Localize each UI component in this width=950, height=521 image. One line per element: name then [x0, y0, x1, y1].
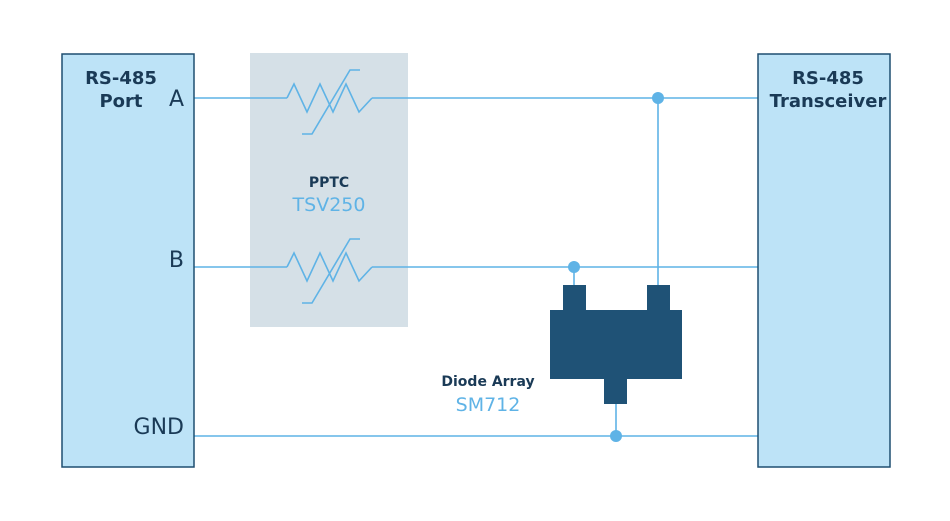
transceiver-title-line1: RS-485	[792, 68, 864, 89]
pptc-a-zigzag	[286, 82, 373, 114]
pptc-b-zigzag	[286, 251, 373, 283]
pptc-b-slash	[302, 238, 360, 304]
diode-array-part: SM712	[456, 394, 521, 416]
transceiver-title-line2: Transceiver	[770, 91, 887, 112]
port-title-line1: RS-485	[85, 68, 157, 89]
line-a-label: A	[169, 87, 184, 112]
rs485-transceiver-box	[757, 53, 891, 468]
pptc-part: TSV250	[292, 194, 366, 216]
diode-pin-a	[647, 285, 670, 311]
junction-gnd	[610, 430, 622, 442]
pptc-title: PPTC	[309, 175, 349, 191]
diode-array-body	[550, 310, 682, 379]
diode-array-title: Diode Array	[441, 374, 534, 390]
diode-pin-gnd	[604, 378, 627, 404]
rs485-port-box	[61, 53, 195, 468]
line-b-label: B	[169, 248, 184, 273]
pptc-a-slash	[302, 69, 360, 135]
junction-b	[568, 261, 580, 273]
port-title-line2: Port	[99, 91, 142, 112]
diode-pin-b	[563, 285, 586, 311]
line-gnd-label: GND	[134, 415, 184, 440]
junction-a	[652, 92, 664, 104]
